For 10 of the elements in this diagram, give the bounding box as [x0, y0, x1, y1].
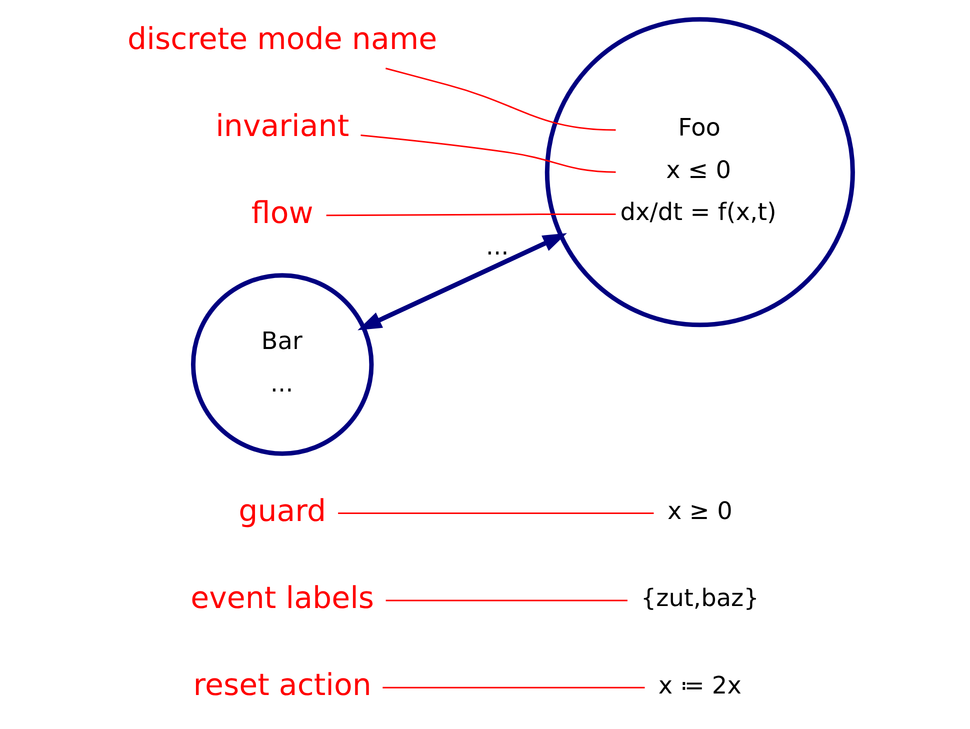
node-text: {zut,baz}	[640, 584, 759, 612]
edge-label: ...	[486, 232, 509, 260]
node-text: event labels	[190, 580, 374, 616]
node-text: flow	[251, 196, 314, 232]
node-text: reset action	[193, 668, 372, 704]
node-text: discrete mode name	[128, 22, 438, 57]
node-text: invariant	[216, 109, 350, 144]
node-text: guard	[238, 494, 326, 529]
node-text: x ≥ 0	[667, 497, 732, 526]
node-text: x ≔ 2x	[658, 671, 742, 700]
